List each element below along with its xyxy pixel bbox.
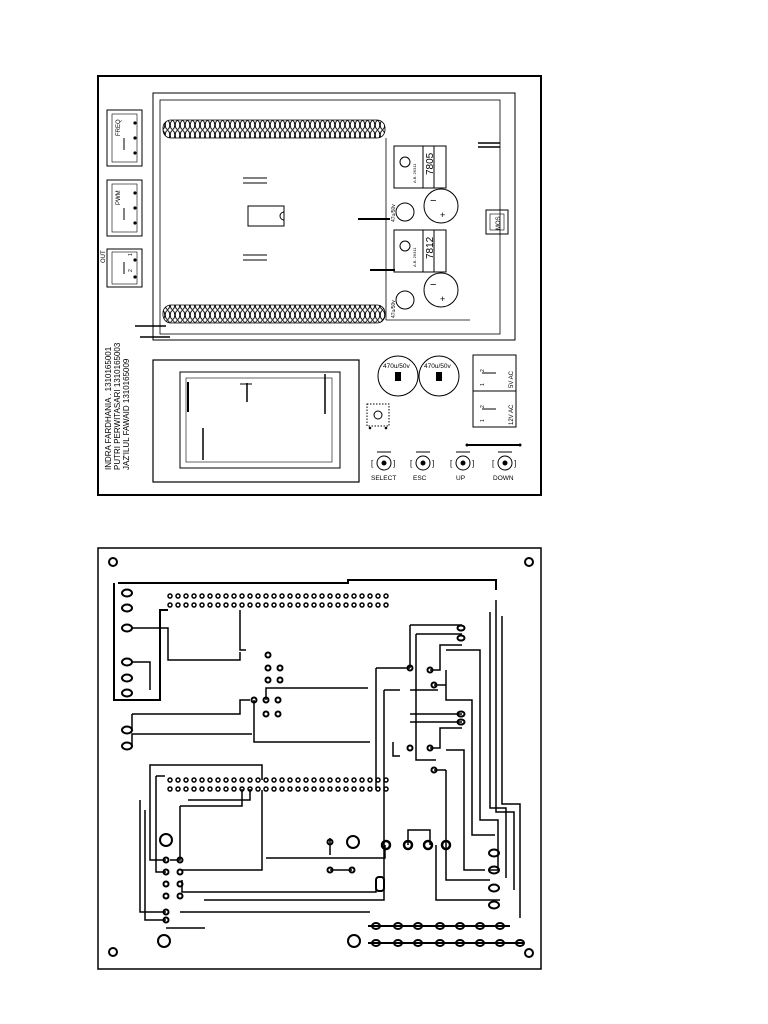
potentiometer <box>366 403 390 430</box>
ac-5v-pin-1: 1 <box>480 383 486 386</box>
heatsink-label-2: A.B. 26311 <box>412 247 417 267</box>
button-up: [] UP <box>450 451 474 482</box>
ac-12v-pin-1: 1 <box>480 419 486 422</box>
ac-12v-label: 12V AC <box>509 404 515 425</box>
small-cap-2-label: 47u/50v <box>391 300 397 318</box>
mosfet-label: MOS <box>496 216 502 230</box>
component-layout: 7805 A.B. 26311 7812 A.B. 26311 47u/50v … <box>97 75 542 496</box>
cap-470u-2-label: 470u/50v <box>424 363 451 370</box>
cap-plus: + <box>440 210 445 220</box>
cap-minus: − <box>430 195 436 207</box>
button-down: [] DOWN <box>492 451 516 482</box>
button-down-label: DOWN <box>493 475 514 482</box>
large-cap-1 <box>423 188 459 224</box>
mosfet <box>485 209 509 235</box>
cap-plus-2: + <box>440 294 445 304</box>
power-terminal-5v: 5V AC 2 1 <box>472 354 517 392</box>
regulator-7805: 7805 A.B. 26311 <box>393 145 447 189</box>
bracket: ] <box>514 459 516 468</box>
small-cap-1 <box>395 202 415 222</box>
button-esc: [] ESC <box>410 451 434 482</box>
cap-470u-2: 470u/50v <box>418 355 460 397</box>
author-2: PUTRI PERWITASARI 1310165003 <box>113 342 122 470</box>
component-board-outline <box>97 75 542 496</box>
bracket: ] <box>432 459 434 468</box>
trace-layout <box>97 547 542 970</box>
bracket: ] <box>472 459 474 468</box>
right-pads <box>406 624 466 774</box>
large-pads <box>157 833 361 948</box>
trace-board-outline <box>97 547 542 970</box>
bracket: [ <box>371 459 374 468</box>
author-block: INDRA FARDHANIA . 1310165001 PUTRI PERWI… <box>104 342 131 470</box>
left-connector-pads <box>121 588 133 751</box>
out-connector: OUT 2 1 <box>101 248 143 288</box>
button-esc-label: ESC <box>413 475 427 482</box>
pwm-connector: PWM <box>106 179 143 237</box>
out-pin-1: 1 <box>128 253 134 256</box>
mounting-holes <box>108 557 534 958</box>
freq-label: FREQ <box>116 119 122 136</box>
top-header-pads <box>167 593 389 608</box>
out-pin-2: 2 <box>128 269 134 272</box>
lcd-module <box>152 359 360 483</box>
bracket: [ <box>410 459 413 468</box>
top-pin-header <box>162 119 386 139</box>
freq-connector: FREQ <box>106 109 143 167</box>
button-pads <box>380 839 452 851</box>
button-select-label: SELECT <box>371 475 396 482</box>
power-terminal-12v: 12V AC 2 1 <box>472 390 517 428</box>
cap-minus-2: − <box>430 279 436 291</box>
out-label: OUT <box>101 250 107 263</box>
ic-chip <box>247 205 285 227</box>
button-select: [] SELECT <box>371 451 396 482</box>
button-up-label: UP <box>456 475 465 482</box>
ac-12v-pin-2: 2 <box>480 405 486 408</box>
small-pads <box>250 651 284 718</box>
module-inner-outline <box>159 99 501 335</box>
regulator-7812: 7812 A.B. 26311 <box>393 229 447 273</box>
reg-5v-label: 7805 <box>425 152 436 175</box>
power-pads <box>488 848 500 910</box>
bottom-left-pads <box>162 838 356 924</box>
bracket: [ <box>492 459 495 468</box>
small-cap-1-label: 47u/50v <box>391 204 397 222</box>
author-1: INDRA FARDHANIA . 1310165001 <box>104 346 113 470</box>
reg-12v-label: 7812 <box>425 236 436 259</box>
bottom-pin-header <box>162 304 386 324</box>
cap-470u-1-label: 470u/50v <box>383 363 410 370</box>
ac-5v-pin-2: 2 <box>480 369 486 372</box>
pwm-label: PWM <box>116 190 122 205</box>
large-cap-2 <box>423 272 459 308</box>
bracket: ] <box>393 459 395 468</box>
ac-5v-label: 5V AC <box>509 370 515 388</box>
heatsink-label: A.B. 26311 <box>412 163 417 183</box>
small-cap-2 <box>395 290 415 310</box>
bottom-header-pads <box>167 777 389 792</box>
bracket: [ <box>450 459 453 468</box>
cap-470u-1: 470u/50v <box>377 355 419 397</box>
module-outline <box>152 92 516 341</box>
author-3: JAZ'ILUL FAWAID 1310165009 <box>122 358 131 470</box>
